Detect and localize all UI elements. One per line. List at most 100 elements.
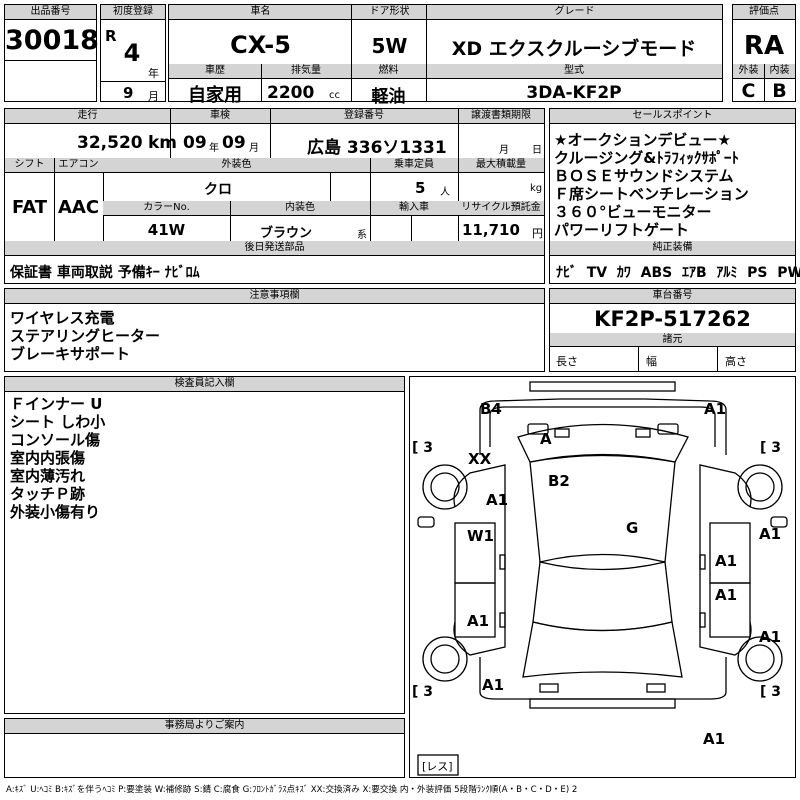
era: R	[105, 27, 117, 45]
tire-tread-rear-right: [ 3	[760, 684, 782, 700]
recycle-label: リサイクル預託金	[461, 202, 541, 213]
spec-label: 諸元	[550, 333, 795, 347]
grade: XD エクスクルーシブモード	[451, 38, 697, 60]
inspector-item: Ｆインナー U	[10, 395, 103, 413]
rear-window	[522, 621, 683, 678]
damage-mark: A	[540, 430, 552, 448]
color-number-label: カラーNo.	[143, 202, 190, 213]
transfer-day: 日	[532, 145, 542, 156]
capacity-unit: 人	[440, 187, 450, 198]
damage-mark: A1	[759, 628, 782, 646]
interior-grade: B	[772, 80, 787, 102]
roof	[529, 454, 676, 563]
main-top-box: 車名 ドア形状 グレード CX-5 5W XD エクスクルーシブモード 車歴 排…	[168, 4, 723, 107]
damage-mark: A1	[759, 525, 782, 543]
import-label: 輸入車	[399, 202, 429, 213]
inspection-month: 09	[222, 133, 246, 153]
damage-mark: A1	[703, 730, 726, 748]
car-diagram	[417, 381, 788, 776]
damage-mark: A1	[715, 552, 738, 570]
damage-mark: A1	[482, 676, 505, 694]
damage-mark: B4	[480, 400, 502, 418]
sales-points-label: セールスポイント	[550, 109, 795, 124]
details-box: 走行 車検 登録番号 譲渡書類期限 32,520 km 09 年 09 月 広島…	[4, 108, 545, 284]
damage-mark: B2	[548, 472, 570, 490]
inspector-box: 検査員記入欄 Ｆインナー U シート しわ小 コンソール傷 室内内張傷 室内薄汚…	[4, 376, 405, 714]
car-name-label: 車名	[250, 6, 271, 17]
equipment-item: TV	[586, 265, 608, 281]
spare-tire: [レス]	[422, 760, 453, 773]
inspection-year: 09	[183, 133, 207, 153]
sales-point: クルージング&ﾄﾗﾌｨｯｸｻﾎﾟｰﾄ	[554, 149, 739, 167]
damage-mark: A1	[715, 586, 738, 604]
sales-point: パワーリフトゲート	[554, 221, 690, 239]
door-label: ドア形状	[369, 6, 410, 17]
equipment-label: 純正装備	[550, 241, 795, 256]
year-unit: 年	[148, 67, 159, 80]
rear-bumper	[529, 698, 676, 709]
interior-color-suffix: 系	[357, 230, 367, 241]
history-label: 車歴	[205, 65, 225, 76]
grade-label: グレード	[554, 6, 595, 17]
notes-box: 注意事項欄 ワイヤレス充電 ステアリングヒーター ブレーキサポート	[4, 288, 545, 372]
fuel-label: 燃料	[378, 65, 399, 76]
inspector-item: 室内薄汚れ	[10, 467, 86, 485]
equipment-item: PW	[777, 265, 800, 281]
interior-color: ブラウン	[260, 226, 313, 241]
color-number: 41W	[147, 221, 186, 239]
inspector-item: コンソール傷	[10, 431, 101, 449]
registration-month: 9	[123, 84, 134, 102]
later-parts: 保証書 車両取説 予備ｷｰ ﾅﾋﾞﾛﾑ	[10, 265, 200, 281]
lot-number: 30018	[5, 25, 99, 56]
month-unit: 月	[148, 90, 159, 103]
damage-mark: A1	[467, 612, 490, 630]
length-label: 長さ	[556, 355, 578, 368]
capacity-label: 乗車定員	[394, 159, 434, 170]
door-rear-left	[454, 582, 496, 638]
sales-point: ＢＯＳＥサウンドシステム	[554, 167, 734, 185]
equipment-list: ﾅﾋﾞ TV ｶﾜ ABS ｴｱB ｱﾙﾐ PS PW	[556, 262, 800, 282]
lot-number-empty	[4, 60, 97, 102]
tire-rear-left	[422, 636, 468, 682]
chassis-box: 車台番号 KF2P-517262 諸元 長さ 幅 高さ	[549, 288, 796, 372]
office-box: 事務局よりご案内	[4, 718, 405, 778]
car-name: CX-5	[230, 31, 291, 59]
color-label: 外装色	[221, 159, 252, 170]
inspector-item: タッチＰ跡	[10, 485, 86, 503]
note-item: ステアリングヒーター	[10, 327, 161, 345]
notes-list: ワイヤレス充電 ステアリングヒーター ブレーキサポート	[10, 309, 160, 363]
inspection-month-unit: 月	[249, 143, 259, 154]
recycle-unit: 円	[532, 227, 543, 240]
notes-label: 注意事項欄	[5, 289, 544, 304]
ac-label: エアコン	[58, 159, 99, 170]
inspector-item: シート しわ小	[10, 413, 106, 431]
rear-body	[479, 657, 727, 700]
displacement: 2200	[267, 83, 315, 103]
exterior-grade: C	[741, 80, 756, 102]
tire-tread-rear-left: [ 3	[412, 684, 434, 700]
capacity: 5	[415, 179, 426, 197]
windshield	[517, 423, 689, 463]
height-label: 高さ	[725, 355, 747, 368]
note-item: ブレーキサポート	[10, 345, 131, 363]
damage-mark: G	[626, 519, 639, 537]
door-rear-right	[709, 582, 751, 638]
mileage: 32,520	[77, 133, 143, 153]
chassis-number: KF2P-517262	[594, 307, 751, 331]
interior-label: 内装	[769, 65, 790, 76]
transfer-label: 譲渡書類期限	[471, 110, 531, 121]
tire-tread-front-right: [ 3	[760, 440, 782, 456]
equipment-item: PS	[747, 265, 768, 281]
legend: A:ｷｽﾞ U:ﾍｺﾐ B:ｷｽﾞを伴うﾍｺﾐ P:要塗装 W:補修跡 S:錆 …	[6, 785, 578, 795]
note-item: ワイヤレス充電	[10, 309, 115, 327]
displacement-unit: cc	[329, 90, 340, 101]
sales-point: Ｆ席シートベンチレーション	[554, 185, 749, 203]
shift: FAT	[11, 197, 48, 218]
score: RA	[743, 31, 785, 61]
inspection-year-unit: 年	[209, 143, 219, 154]
registration-label: 登録番号	[344, 110, 384, 121]
damage-mark: XX	[468, 450, 492, 468]
first-registration-box: 初度登録 R 4 年 9 月	[100, 4, 166, 103]
sales-point: ★オークションデビュー★	[554, 131, 731, 149]
load-label: 最大積載量	[476, 159, 526, 170]
